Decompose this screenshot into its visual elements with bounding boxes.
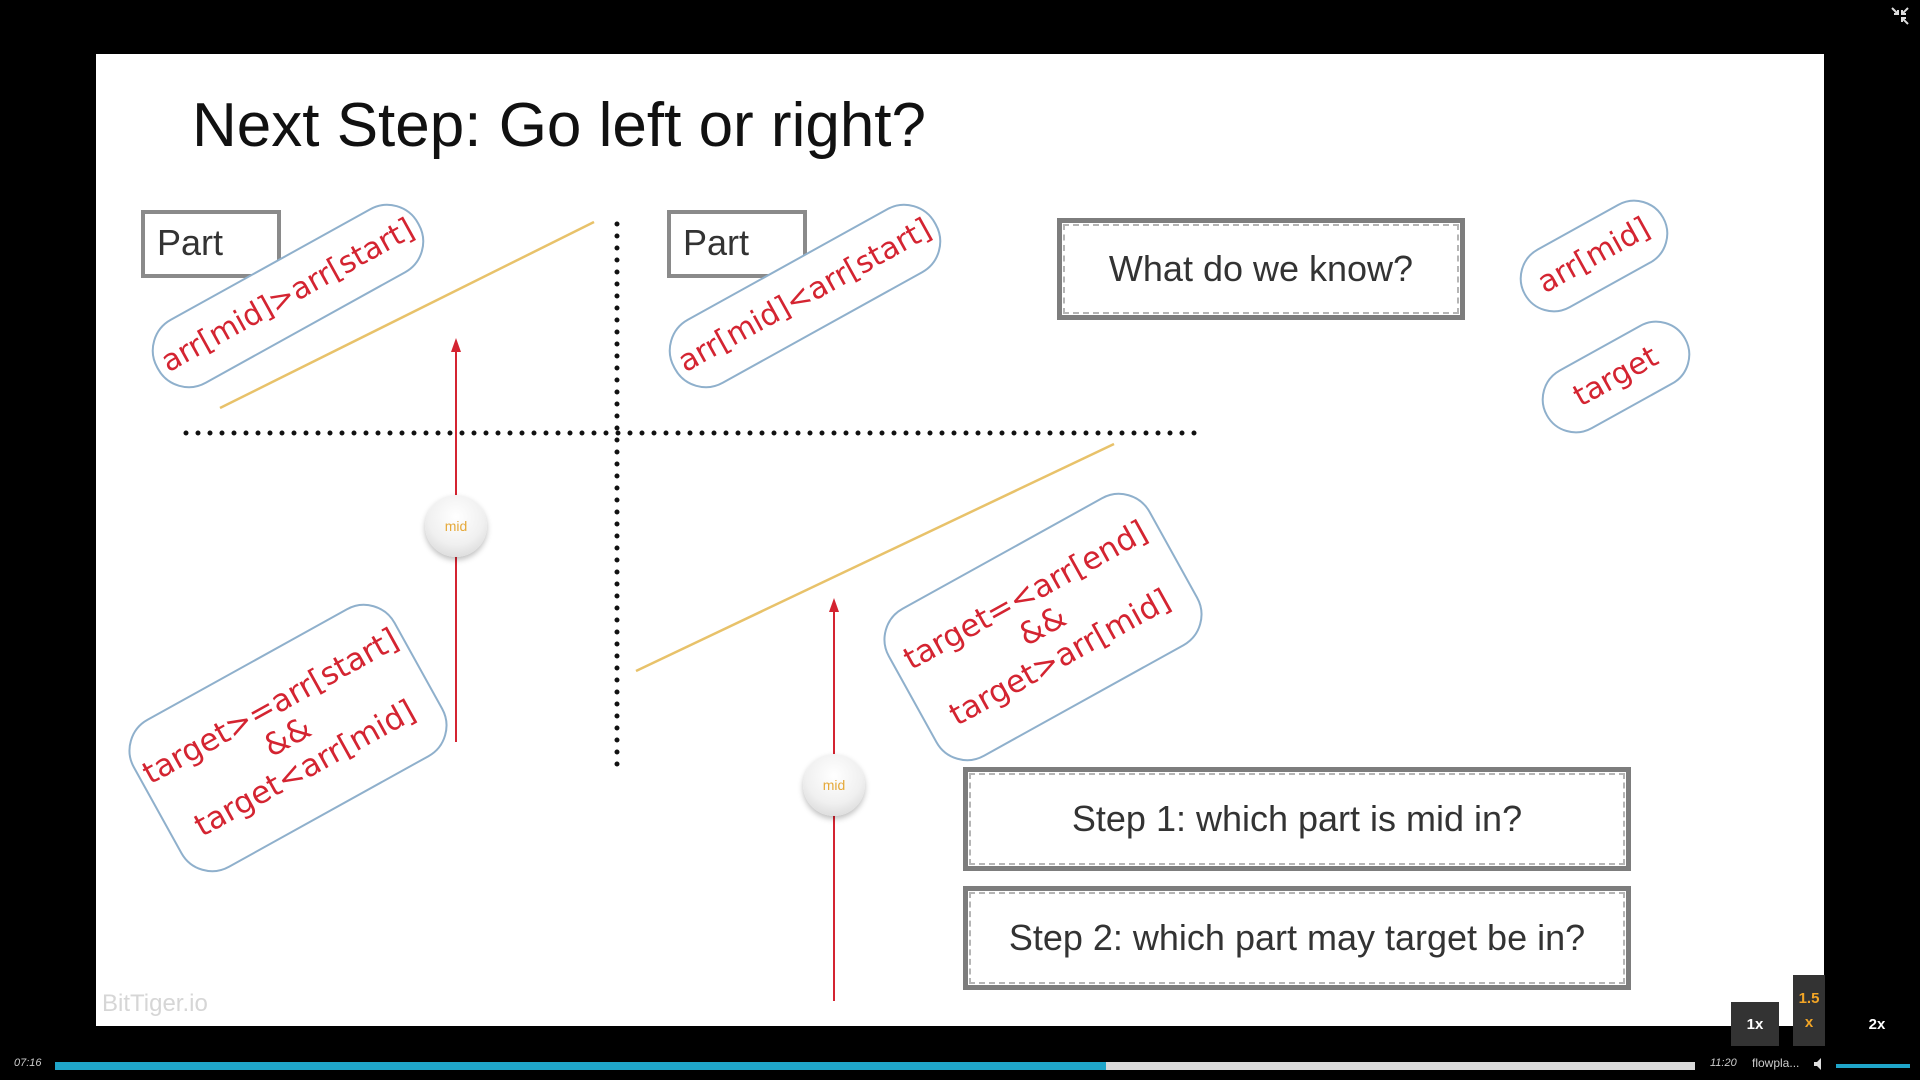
step-2-text: Step 2: which part may target be in? [1008,917,1586,958]
what-do-we-know-text: What do we know? [1108,248,1414,289]
part-left-label: Part [157,222,224,263]
slide-title: Next Step: Go left or right? [192,91,927,160]
speed-1-5x-label-bottom: x [1804,1013,1814,1031]
exit-fullscreen-glyph [1891,7,1909,25]
right-mid-arrow-head [829,598,839,612]
control-bar: 07:16 11:20 flowpla... [0,1050,1920,1080]
left-mid-arrow-head [451,338,461,352]
speed-1-5x-label-top: 1.5 [1798,989,1820,1007]
step-2-box: Step 2: which part may target be in? [963,886,1631,990]
right-trend-line [635,442,1115,673]
speaker-icon[interactable] [1812,1056,1828,1072]
volume-slider[interactable] [1836,1064,1910,1068]
part-right-label: Part [683,222,750,263]
left-mid-marker: mid [425,495,487,557]
speed-2x-button[interactable]: 2x [1853,1002,1901,1046]
left-trend-line [219,220,595,410]
speed-1x-button[interactable]: 1x [1731,1002,1779,1046]
bittiger-watermark: BitTiger.io [102,990,208,1017]
flowplayer-brand-link[interactable]: flowpla... [1752,1056,1800,1070]
timeline-progress [55,1062,1107,1070]
what-do-we-know-box: What do we know? [1057,218,1465,320]
part-left-box: Part [141,210,281,278]
duration-time: 11:20 [1710,1057,1737,1069]
part-right-box: Part [667,210,807,278]
slide-diagram [183,220,1199,1001]
left-mid-marker-label: mid [444,518,468,534]
step-1-text: Step 1: which part is mid in? [1071,798,1523,839]
exit-fullscreen-icon[interactable] [1888,4,1912,28]
right-mid-marker-label: mid [822,777,846,793]
slide: Next Step: Go left or right? Part Part a… [96,54,1824,1026]
elapsed-time: 07:16 [14,1057,42,1069]
speed-2x-label: 2x [1868,1015,1886,1033]
right-mid-marker: mid [803,754,865,816]
speed-1-5x-button[interactable]: 1.5 x [1793,975,1825,1046]
speed-1x-label: 1x [1746,1015,1764,1033]
step-1-box: Step 1: which part is mid in? [963,767,1631,871]
timeline-scrubber[interactable] [55,1062,1695,1070]
volume-level [1836,1064,1910,1068]
